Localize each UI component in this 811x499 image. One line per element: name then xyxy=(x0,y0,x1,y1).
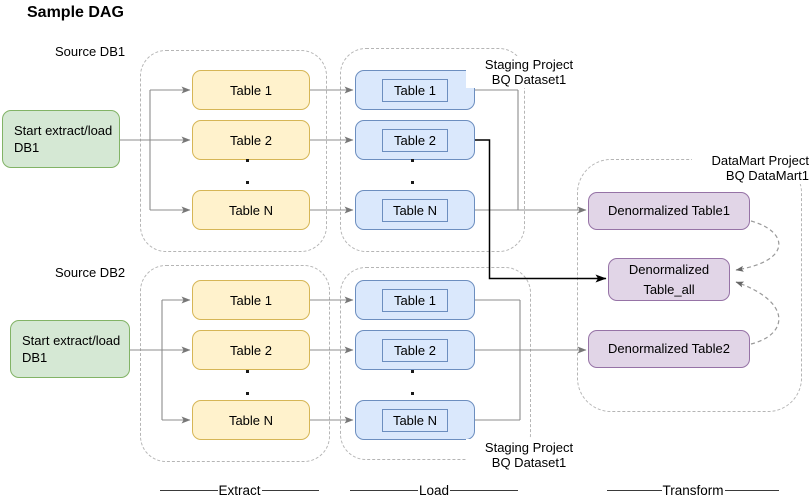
load2-table-n-inner: Table N xyxy=(382,408,448,432)
load1-table-n-inner: Table N xyxy=(382,198,448,222)
stage-transform-rule-left xyxy=(607,489,662,491)
stage-load-label: Load xyxy=(418,482,450,498)
denormalized-table2-node: Denormalized Table2 xyxy=(588,330,750,368)
ellipsis-dot: . xyxy=(246,181,250,185)
staging1-label-line2: BQ Dataset1 xyxy=(491,72,567,87)
stage-load-rule-left xyxy=(350,489,418,491)
load2-table-n: Table N xyxy=(355,400,475,440)
stage-load: Load xyxy=(350,482,519,498)
denormalized-table-all-line1: Denormalized xyxy=(628,261,710,277)
group-extract-db1 xyxy=(140,50,327,252)
stage-extract-rule-right xyxy=(261,489,320,491)
ellipsis-dot: . xyxy=(411,370,415,374)
load2-table-2-inner: Table 2 xyxy=(382,338,448,362)
denormalized-table-all-line2: Table_all xyxy=(643,281,695,297)
stage-transform: Transform xyxy=(607,482,780,498)
datamart-label-line2: BQ DataMart1 xyxy=(725,168,809,183)
staging1-label: Staging Project BQ Dataset1 xyxy=(466,56,592,88)
ellipsis-dot: . xyxy=(246,159,250,163)
group-datamart xyxy=(577,159,802,412)
staging1-label-line1: Staging Project xyxy=(484,57,574,72)
datamart-label-line1: DataMart Project xyxy=(711,153,809,168)
extract2-table-2: Table 2 xyxy=(192,330,310,370)
staging2-label-line2: BQ Dataset1 xyxy=(491,455,567,470)
group-extract-db2 xyxy=(140,265,330,462)
stage-extract: Extract xyxy=(160,482,320,498)
start-node-db1-line2: DB1 xyxy=(14,140,40,155)
load2-table-1: Table 1 xyxy=(355,280,475,320)
load2-table-1-inner: Table 1 xyxy=(382,288,448,312)
load2-table-2: Table 2 xyxy=(355,330,475,370)
stage-transform-rule-right xyxy=(724,489,780,491)
start-node-db1-line1: Start extract/load xyxy=(14,123,113,138)
staging2-label: Staging Project BQ Dataset1 xyxy=(466,439,592,471)
load1-table-2: Table 2 xyxy=(355,120,475,160)
ellipsis-dot: . xyxy=(411,392,415,396)
start-node-db2-line2: DB1 xyxy=(22,350,48,365)
ellipsis-dot: . xyxy=(246,370,250,374)
start-node-db2: Start extract/load DB1 xyxy=(10,320,130,378)
extract2-table-n: Table N xyxy=(192,400,310,440)
denormalized-table-all-node: Denormalized Table_all xyxy=(608,258,730,301)
source-db1-label: Source DB1 xyxy=(55,44,126,59)
load1-table-n: Table N xyxy=(355,190,475,230)
extract1-table-2: Table 2 xyxy=(192,120,310,160)
load1-table-1: Table 1 xyxy=(355,70,475,110)
stage-transform-label: Transform xyxy=(662,482,724,498)
ellipsis-dot: . xyxy=(411,181,415,185)
source-db2-label: Source DB2 xyxy=(55,265,126,280)
extract2-table-1: Table 1 xyxy=(192,280,310,320)
start-node-db1: Start extract/load DB1 xyxy=(2,110,120,168)
ellipsis-dot: . xyxy=(246,392,250,396)
ellipsis-dot: . xyxy=(411,159,415,163)
load1-table-1-inner: Table 1 xyxy=(382,78,448,102)
load1-table-2-inner: Table 2 xyxy=(382,128,448,152)
datamart-label: DataMart Project BQ DataMart1 xyxy=(692,152,811,184)
staging2-label-line1: Staging Project xyxy=(484,440,574,455)
extract1-table-n: Table N xyxy=(192,190,310,230)
diagram-title: Sample DAG xyxy=(27,4,124,21)
stage-extract-label: Extract xyxy=(218,482,261,498)
denormalized-table1-node: Denormalized Table1 xyxy=(588,192,750,230)
group-staging-db1 xyxy=(340,48,525,252)
extract1-table-1: Table 1 xyxy=(192,70,310,110)
stage-extract-rule-left xyxy=(160,489,218,491)
stage-load-rule-right xyxy=(450,489,519,491)
group-staging-db2 xyxy=(340,267,531,460)
start-node-db2-line1: Start extract/load xyxy=(22,333,121,348)
